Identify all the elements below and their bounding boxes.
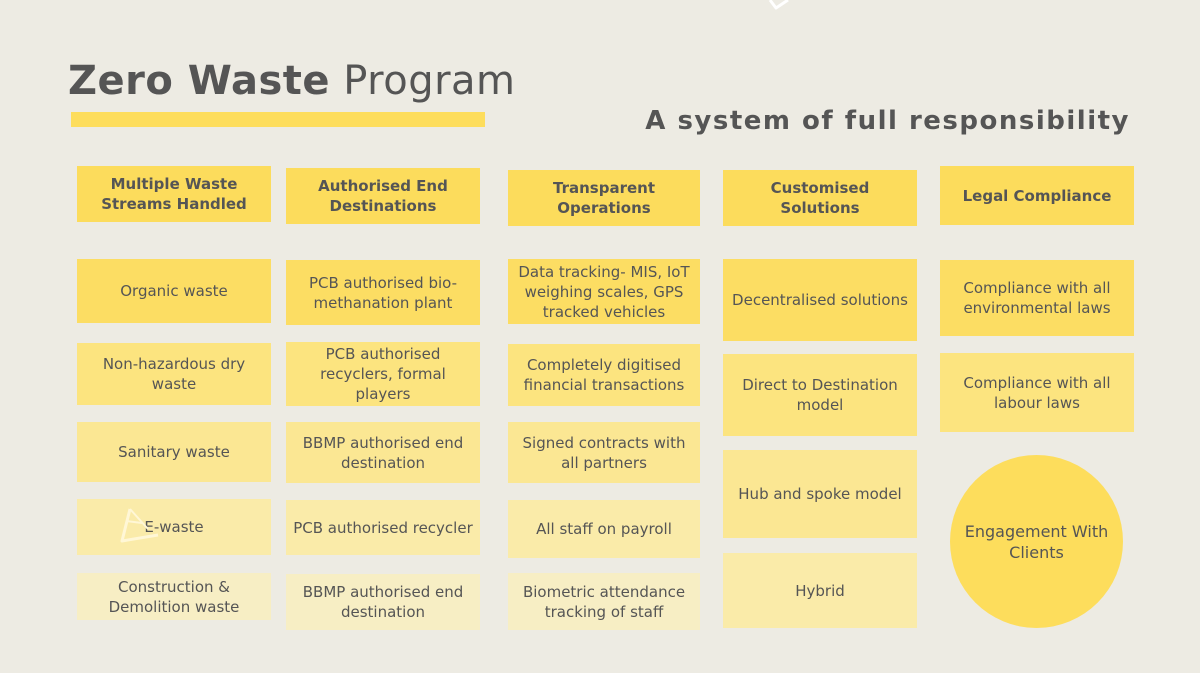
list-item: Hub and spoke model bbox=[723, 450, 917, 538]
list-item: Completely digitised financial transacti… bbox=[508, 344, 700, 406]
list-item: Data tracking- MIS, IoT weighing scales,… bbox=[508, 259, 700, 324]
list-item: BBMP authorised end destination bbox=[286, 422, 480, 483]
column-header-waste-streams: Multiple Waste Streams Handled bbox=[77, 166, 271, 222]
list-item: Construction & Demolition waste bbox=[77, 573, 271, 620]
list-item: Compliance with all labour laws bbox=[940, 353, 1134, 432]
list-item: All staff on payroll bbox=[508, 500, 700, 558]
list-item: Hybrid bbox=[723, 553, 917, 628]
list-item: Non-hazardous dry waste bbox=[77, 343, 271, 405]
list-item: E-waste bbox=[77, 499, 271, 555]
column-header-end-destinations: Authorised End Destinations bbox=[286, 168, 480, 224]
list-item: Sanitary waste bbox=[77, 422, 271, 482]
list-item: BBMP authorised end destination bbox=[286, 574, 480, 630]
list-item: PCB authorised bio-methanation plant bbox=[286, 260, 480, 325]
list-item: Biometric attendance tracking of staff bbox=[508, 573, 700, 630]
page-title: Zero Waste Program bbox=[68, 58, 516, 104]
title-underline bbox=[71, 112, 485, 127]
list-item: Signed contracts with all partners bbox=[508, 422, 700, 483]
list-item: Compliance with all environmental laws bbox=[940, 260, 1134, 336]
recycle-triangle-icon bbox=[120, 508, 159, 543]
column-header-legal-compliance: Legal Compliance bbox=[940, 166, 1134, 225]
list-item: PCB authorised recyclers, formal players bbox=[286, 342, 480, 406]
list-item: Decentralised solutions bbox=[723, 259, 917, 341]
title-bold: Zero Waste bbox=[68, 58, 331, 104]
engagement-circle: Engagement With Clients bbox=[950, 455, 1123, 628]
column-header-transparent-operations: Transparent Operations bbox=[508, 170, 700, 226]
title-normal: Program bbox=[343, 58, 516, 104]
list-item: PCB authorised recycler bbox=[286, 500, 480, 555]
column-header-customised-solutions: Customised Solutions bbox=[723, 170, 917, 226]
page-subtitle: A system of full responsibility bbox=[645, 106, 1130, 136]
recycle-triangle-icon bbox=[768, 0, 789, 10]
list-item: Direct to Destination model bbox=[723, 354, 917, 436]
list-item: Organic waste bbox=[77, 259, 271, 323]
